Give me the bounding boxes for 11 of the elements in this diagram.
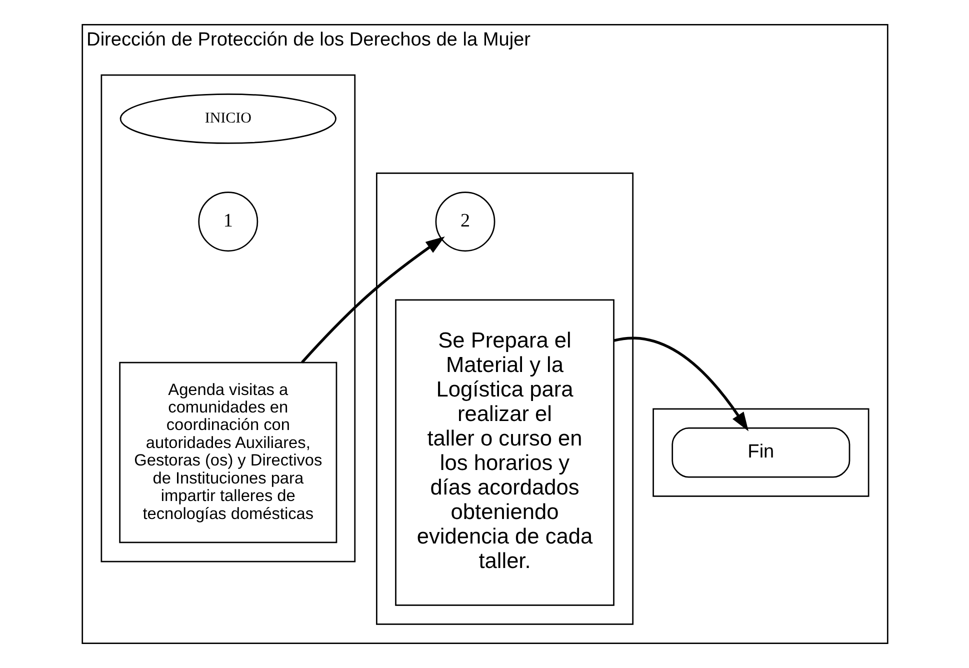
cluster [376,172,634,625]
node-box: Se Prepara el Material y la Logística para realizar el taller o curso en los horarios y días acordados obteniendo evidencia de cada taller. [394,299,614,606]
node-circle: 1 [198,192,258,252]
arrow [613,336,748,432]
cluster [652,408,869,497]
node-circle: 2 [434,192,495,252]
node-box: Fin [671,427,850,478]
node-ellipse: INICIO [119,94,336,144]
node-box: Agenda visitas a comunidades en coordinación con autoridades Auxiliares, Gestoras (os) y Directivos de Instituciones para impartir talleres de tecnologías domésticas [118,362,337,544]
arrow [300,236,444,364]
cluster [100,74,356,562]
